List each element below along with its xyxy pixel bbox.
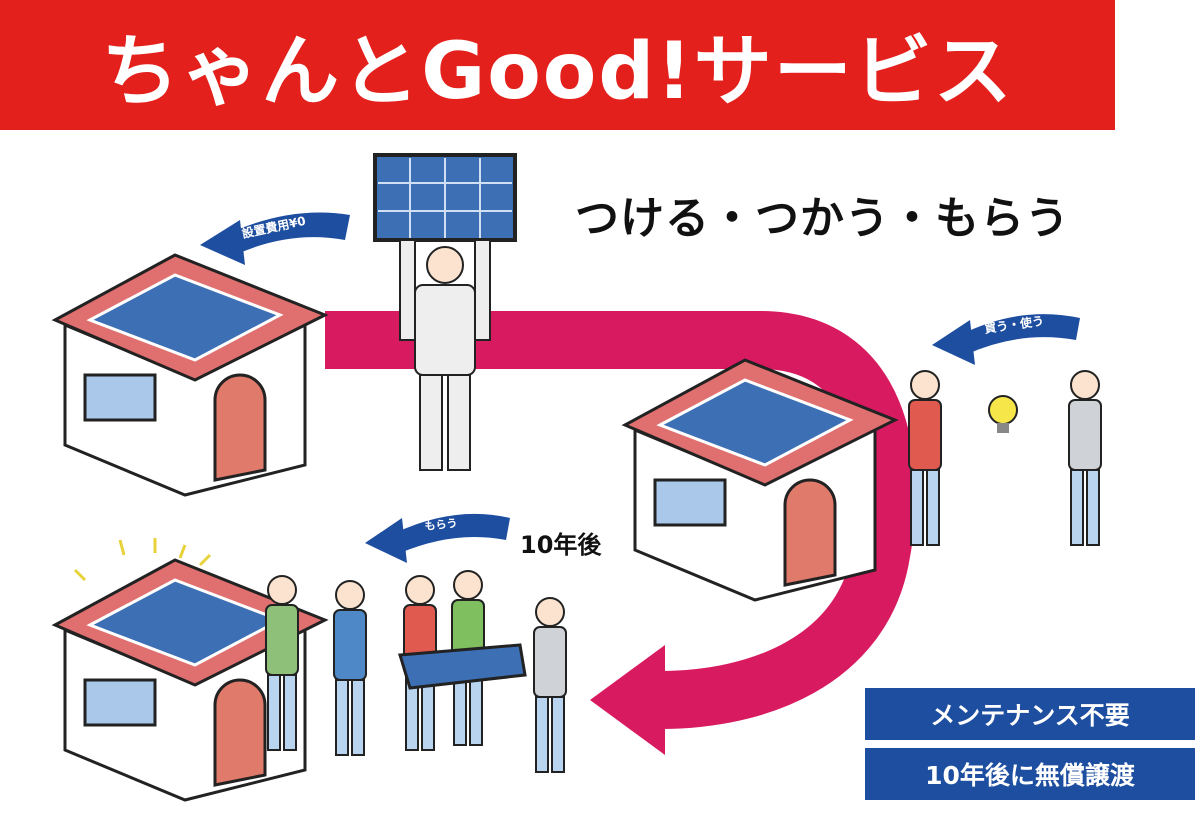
page-title: ちゃんとGood!サービス xyxy=(101,27,1014,117)
feature-badge-maintenance: メンテナンス不要 xyxy=(865,688,1195,740)
salesperson xyxy=(1068,370,1102,546)
subtitle: つける・つかう・もらう xyxy=(575,193,1070,244)
feature-text: 10年後に無償譲渡 xyxy=(925,761,1135,790)
flow-arrowhead xyxy=(590,645,665,755)
customer xyxy=(908,370,942,546)
flow-arrow xyxy=(325,311,916,729)
arrow-receive-label: もらう xyxy=(424,517,458,533)
arrow-install: 設置費用¥0 xyxy=(200,212,350,265)
worker-with-panel xyxy=(373,153,517,471)
feature-text: メンテナンス不要 xyxy=(930,701,1130,730)
house-top-left xyxy=(53,253,327,497)
feature-badge-transfer: 10年後に無償譲渡 xyxy=(865,748,1195,800)
after-years-label: 10年後 xyxy=(520,531,602,559)
title-banner: ちゃんとGood!サービス xyxy=(0,0,1115,130)
arrow-buy-use: 買う・使う xyxy=(932,313,1080,365)
sparkle-icon xyxy=(73,538,212,582)
arrow-receive: もらう xyxy=(365,513,510,563)
light-bulb-icon xyxy=(988,395,1018,433)
family-group xyxy=(265,570,567,773)
